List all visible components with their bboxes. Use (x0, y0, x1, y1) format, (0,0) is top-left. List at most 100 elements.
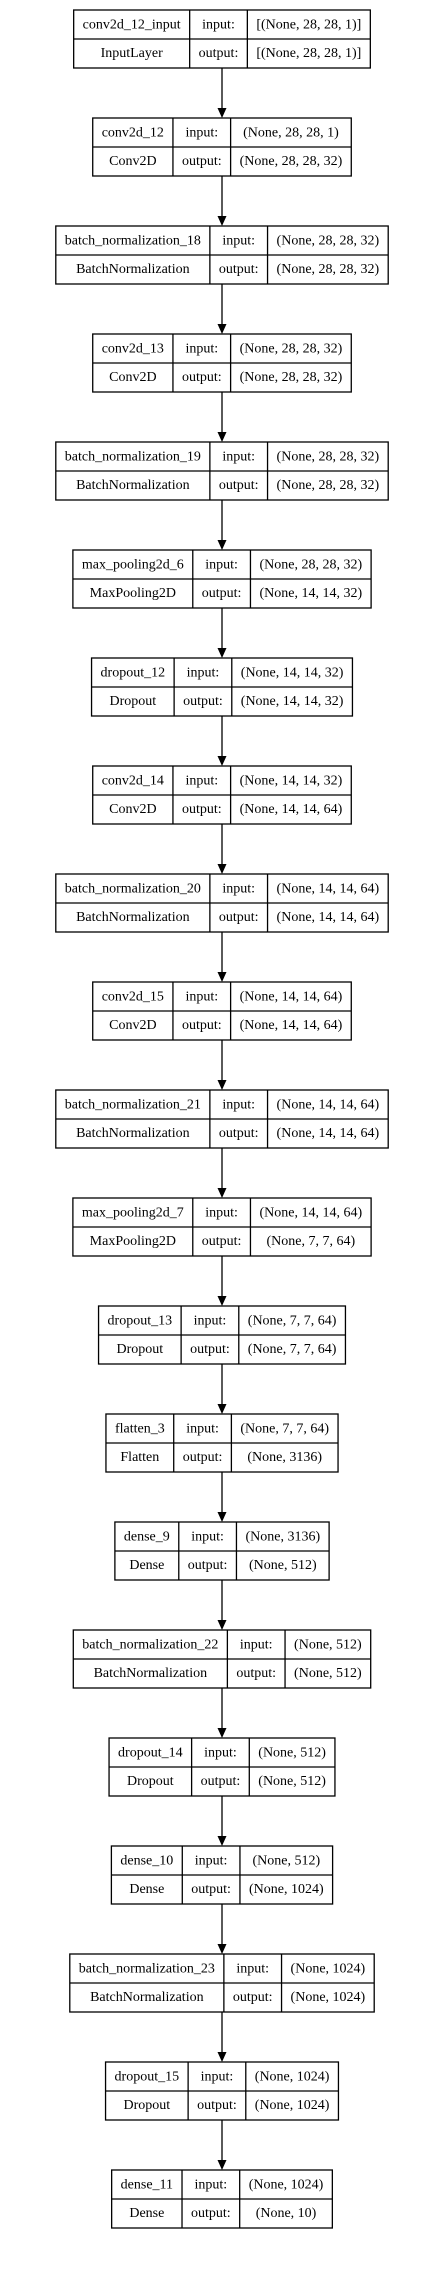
input-shape: (None, 28, 28, 32) (277, 450, 380, 465)
layer-type: Dense (129, 1882, 164, 1897)
output-shape: (None, 7, 7, 64) (248, 1342, 337, 1357)
output-shape: (None, 28, 28, 32) (240, 370, 343, 385)
output-label: output: (191, 1882, 231, 1897)
layer-type: Dense (129, 1558, 164, 1573)
layer-type: BatchNormalization (76, 262, 190, 277)
connector-arrow (217, 1796, 227, 1846)
input-label: input: (222, 450, 255, 465)
connector-arrow (217, 2012, 227, 2062)
output-label: output: (188, 1558, 228, 1573)
input-label: input: (185, 126, 218, 141)
connector-arrow (217, 824, 227, 874)
layer-type: BatchNormalization (94, 1666, 208, 1681)
output-shape: (None, 14, 14, 32) (259, 586, 362, 601)
output-label: output: (219, 910, 259, 925)
layer-type: MaxPooling2D (90, 586, 176, 601)
input-shape: (None, 28, 28, 32) (277, 234, 380, 249)
input-label: input: (205, 1206, 238, 1221)
output-label: output: (219, 262, 259, 277)
layer-node: conv2d_12_inputInputLayerinput:output:[(… (73, 9, 371, 69)
connector-arrows (217, 68, 227, 2170)
input-label: input: (202, 18, 235, 33)
output-label: output: (202, 1234, 242, 1249)
output-label: output: (233, 1990, 273, 2005)
input-label: input: (236, 1962, 269, 1977)
layer-type: Conv2D (109, 154, 156, 169)
output-shape: [(None, 28, 28, 1)] (256, 46, 361, 61)
layer-type: MaxPooling2D (90, 1234, 176, 1249)
output-shape: (None, 28, 28, 32) (277, 262, 380, 277)
input-shape: (None, 3136) (245, 1530, 320, 1545)
input-shape: (None, 14, 14, 32) (241, 666, 344, 681)
output-label: output: (201, 1774, 241, 1789)
connector-arrow (217, 1364, 227, 1414)
output-label: output: (219, 1126, 259, 1141)
layer-type: Conv2D (109, 1018, 156, 1033)
output-shape: (None, 3136) (247, 1450, 322, 1465)
layer-name: batch_normalization_22 (82, 1638, 218, 1653)
connector-arrow (217, 1580, 227, 1630)
layer-name: max_pooling2d_6 (82, 558, 184, 573)
input-shape: (None, 512) (258, 1746, 326, 1761)
output-label: output: (182, 370, 222, 385)
layer-name: dropout_15 (115, 2070, 180, 2085)
input-label: input: (194, 1314, 227, 1329)
layer-name: dropout_13 (108, 1314, 173, 1329)
layer-type: Flatten (120, 1450, 159, 1465)
layer-node: batch_normalization_20BatchNormalization… (55, 873, 389, 933)
input-shape: (None, 14, 14, 64) (277, 1098, 380, 1113)
layer-name: dense_10 (120, 1854, 173, 1869)
connector-arrow (217, 176, 227, 226)
input-label: input: (240, 1638, 273, 1653)
input-label: input: (191, 1530, 224, 1545)
output-label: output: (202, 586, 242, 601)
output-label: output: (236, 1666, 276, 1681)
layer-name: dense_11 (121, 2178, 173, 2193)
layer-name: batch_normalization_19 (65, 450, 201, 465)
layer-type: BatchNormalization (76, 910, 190, 925)
input-label: input: (201, 2070, 234, 2085)
connector-arrow (217, 284, 227, 334)
layer-boxes: conv2d_12_inputInputLayerinput:output:[(… (55, 9, 389, 2229)
layer-type: Dropout (124, 2098, 171, 2113)
layer-type: Dropout (110, 694, 157, 709)
layer-node: max_pooling2d_6MaxPooling2Dinput:output:… (72, 549, 372, 609)
layer-name: dropout_12 (101, 666, 166, 681)
input-shape: (None, 1024) (255, 2070, 330, 2085)
layer-name: flatten_3 (115, 1422, 165, 1437)
layer-name: dense_9 (124, 1530, 170, 1545)
output-label: output: (182, 802, 222, 817)
input-shape: (None, 28, 28, 32) (259, 558, 362, 573)
input-label: input: (195, 2178, 228, 2193)
connector-arrow (217, 68, 227, 118)
connector-arrow (217, 392, 227, 442)
output-label: output: (191, 2206, 231, 2221)
output-shape: (None, 1024) (249, 1882, 324, 1897)
input-label: input: (204, 1746, 237, 1761)
output-shape: (None, 512) (294, 1666, 362, 1681)
layer-name: batch_normalization_23 (79, 1962, 215, 1977)
layer-name: batch_normalization_21 (65, 1098, 201, 1113)
layer-name: max_pooling2d_7 (82, 1206, 184, 1221)
connector-arrow (217, 1148, 227, 1198)
output-shape: (None, 28, 28, 32) (277, 478, 380, 493)
layer-type: Conv2D (109, 370, 156, 385)
output-shape: (None, 14, 14, 64) (277, 1126, 380, 1141)
output-shape: (None, 10) (256, 2206, 317, 2221)
layer-name: batch_normalization_18 (65, 234, 201, 249)
output-shape: (None, 7, 7, 64) (266, 1234, 355, 1249)
output-shape: (None, 14, 14, 64) (277, 910, 380, 925)
layer-node: batch_normalization_18BatchNormalization… (55, 225, 389, 285)
output-label: output: (197, 2098, 237, 2113)
layer-type: BatchNormalization (76, 1126, 190, 1141)
connector-arrow (217, 932, 227, 982)
input-shape: (None, 14, 14, 64) (259, 1206, 362, 1221)
